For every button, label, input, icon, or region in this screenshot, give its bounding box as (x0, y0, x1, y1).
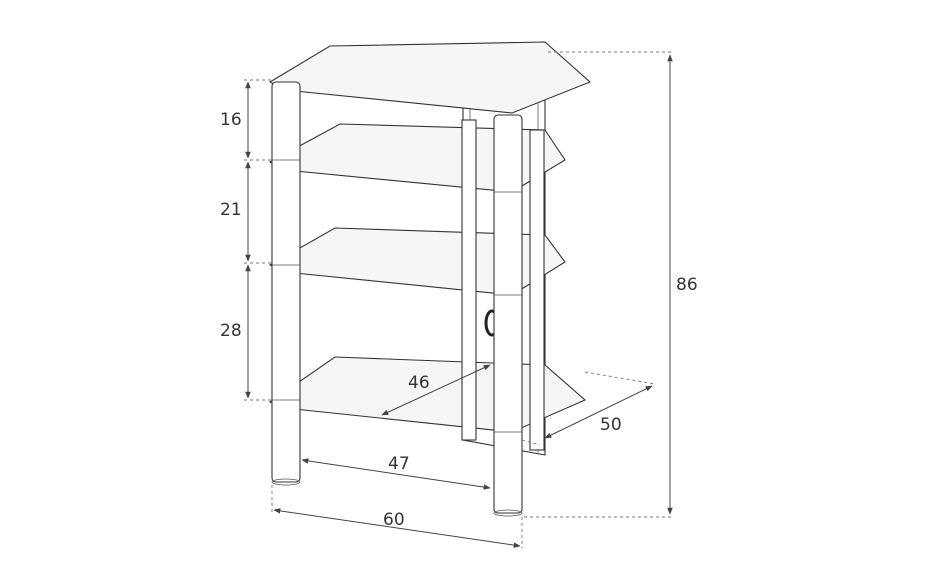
left-post (271, 81, 301, 486)
depth-dimension (521, 371, 656, 446)
shelf-gap-middle-label: 21 (220, 200, 242, 220)
inner-depth-dimension (381, 364, 491, 416)
inner-width-dimension (301, 458, 491, 490)
depth-label: 50 (600, 415, 622, 435)
shelf-gap-top-label: 16 (220, 110, 242, 130)
back-posts (461, 119, 545, 451)
inner-depth-label: 46 (408, 373, 430, 393)
width-label: 60 (383, 510, 405, 530)
width-dimension (271, 485, 523, 548)
shelf-gap-bottom-label: 28 (220, 321, 242, 341)
inner-width-label: 47 (388, 454, 410, 474)
right-post (493, 114, 523, 517)
total-height-label: 86 (676, 275, 698, 295)
total-height-dimension (524, 51, 673, 518)
shelf-gap-dimensions (244, 79, 272, 401)
